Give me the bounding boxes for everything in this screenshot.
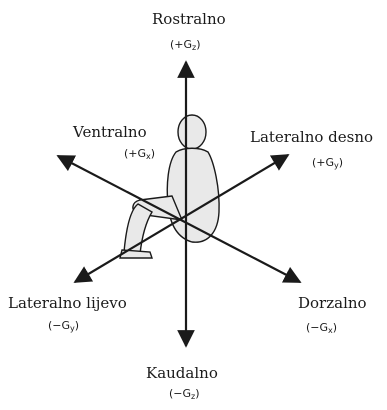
gforce-ur-close: ): [339, 156, 343, 169]
gforce-ll: (−Gy): [48, 319, 79, 333]
gforce-up-close: ): [196, 38, 200, 51]
gforce-up: (+Gz): [170, 38, 201, 52]
label-kaudalno: Kaudalno: [146, 364, 218, 382]
gforce-ul-sign: (+G: [124, 147, 146, 160]
gforce-lr: (−Gx): [306, 321, 337, 335]
gforce-ll-close: ): [75, 319, 79, 332]
gforce-ur-sign: (+G: [312, 156, 334, 169]
gforce-lr-close: ): [333, 321, 337, 334]
gforce-up-sign: (+G: [170, 38, 192, 51]
gforce-down-sign: (−G: [169, 387, 191, 400]
gforce-ul-close: ): [151, 147, 155, 160]
label-lateralno-desno: Lateralno desno: [250, 128, 373, 146]
gforce-down: (−Gz): [169, 387, 200, 401]
label-lateralno-lijevo: Lateralno lijevo: [8, 294, 127, 312]
label-ventralno: Ventralno: [73, 123, 147, 141]
gforce-down-close: ): [195, 387, 199, 400]
gforce-ll-sign: (−G: [48, 319, 70, 332]
label-rostralno: Rostralno: [152, 10, 226, 28]
label-dorzalno: Dorzalno: [298, 294, 367, 312]
gforce-lr-sign: (−G: [306, 321, 328, 334]
gforce-ur: (+Gy): [312, 156, 343, 170]
gforce-ul: (+Gx): [124, 147, 155, 161]
